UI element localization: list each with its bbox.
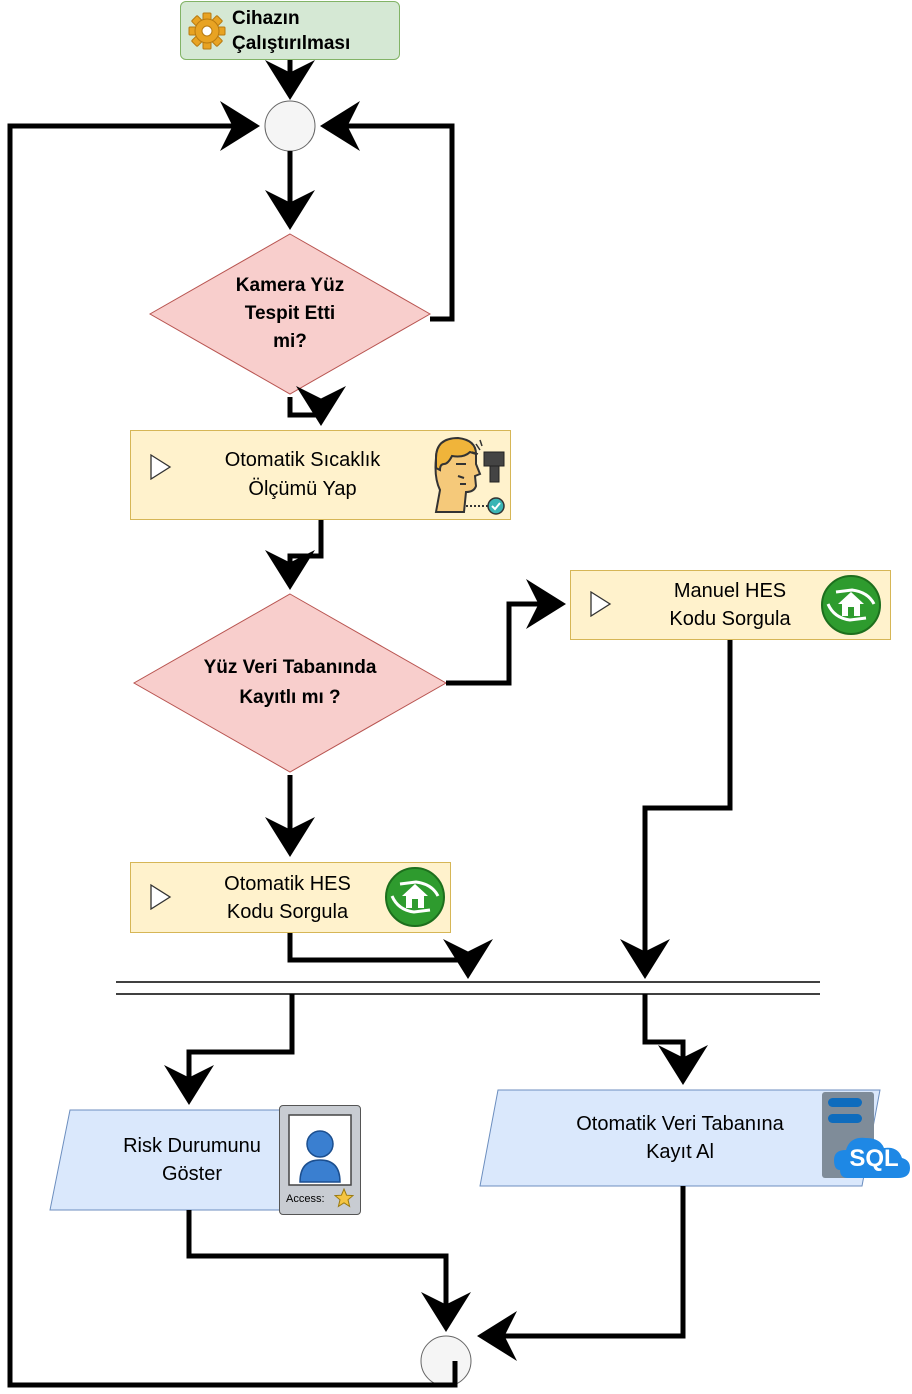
edge-decision-loop-back [320, 101, 455, 322]
decision-face-diamond[interactable] [148, 233, 432, 395]
access-badge-icon: Access: [279, 1105, 361, 1215]
save-db-label: Otomatik Veri Tabanına Kayıt Al [576, 1113, 784, 1163]
play-icon [590, 591, 612, 617]
edge-temp-to-decision-db [265, 520, 324, 590]
gear-icon [188, 12, 226, 50]
play-icon [150, 884, 172, 910]
save-io-shape[interactable] [479, 1089, 881, 1187]
decision-db-label: Yüz Veri Tabanında Kayıtlı mı ? [203, 657, 377, 708]
edge-risk-to-merge [186, 1210, 471, 1332]
edge-sync-to-risk [164, 994, 295, 1105]
edge-decision-to-temp [287, 386, 346, 426]
star-icon [334, 1188, 354, 1208]
home-safety-icon [821, 575, 881, 635]
merge-circle-top [264, 100, 316, 152]
temp-process-label: Otomatik Sıcaklık Ölçümü Yap [224, 449, 381, 500]
home-safety-icon [385, 867, 445, 927]
access-badge-label: Access: [286, 1193, 325, 1205]
auto-hes-label: Otomatik HES Kodu Sorgula [224, 873, 351, 923]
decision-db-diamond[interactable] [132, 593, 448, 773]
edge-manual-to-sync [620, 640, 733, 979]
risk-label: Risk Durumunu Göster [123, 1135, 261, 1185]
edge-save-to-merge [477, 1186, 686, 1361]
decision-face-label: Kamera Yüz Tespit Etti mi? [235, 275, 345, 352]
merge-circle-bottom [420, 1335, 472, 1387]
sql-database-icon [822, 1092, 910, 1178]
manual-hes-label: Manuel HES Kodu Sorgula [669, 580, 791, 630]
start-label: Cihazın Çalıştırılması [232, 8, 351, 54]
edge-loop-back-to-top [7, 101, 458, 1388]
edge-auto-hes-to-sync [287, 933, 493, 979]
sql-icon-label: SQL [849, 1145, 899, 1172]
edge-decision-db-to-manual [446, 579, 566, 686]
play-icon [150, 454, 172, 480]
temperature-scan-icon [434, 436, 505, 515]
edge-sync-to-save [642, 994, 708, 1085]
